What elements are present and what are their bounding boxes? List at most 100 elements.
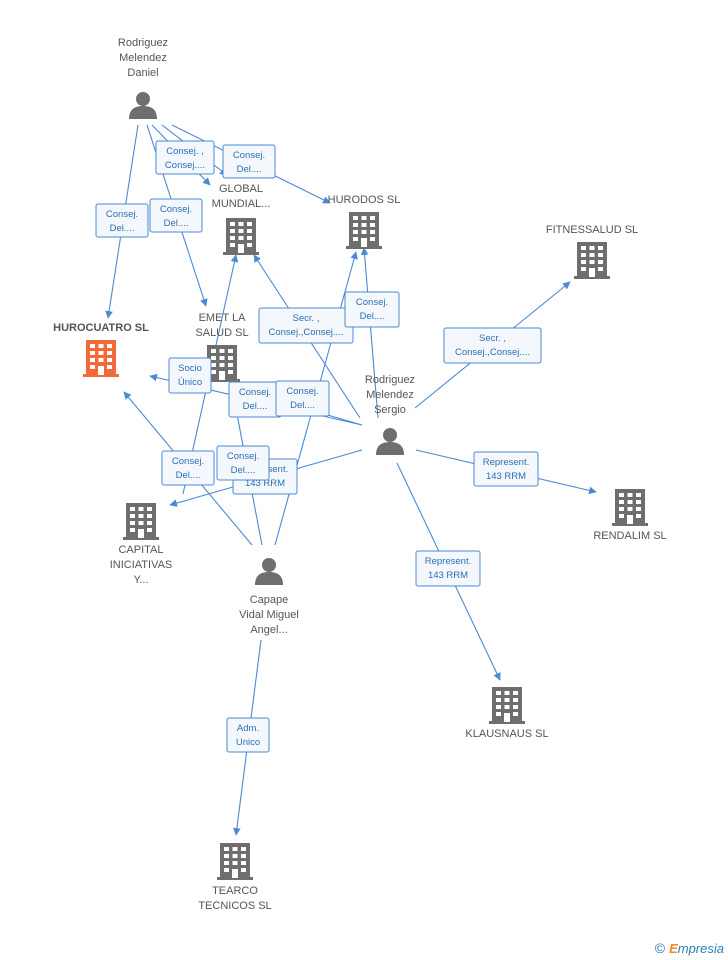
edge-label-c-capital[interactable]: Consej. Del.... (161, 450, 215, 486)
company-node-fitnessalud[interactable]: FITNESSALUD SL (546, 224, 638, 279)
edge-label-box (216, 445, 270, 481)
edge-label-text: Secr. , (479, 333, 506, 344)
node-label: TEARCO (212, 885, 258, 897)
edge-label-text: Secr. , (293, 313, 320, 324)
company-node-capital[interactable]: CAPITALINICIATIVASY... (110, 503, 173, 586)
edge-label-text: Del.... (243, 401, 268, 412)
footer-brand[interactable]: © Empresia (655, 940, 724, 956)
company-node-emet[interactable]: EMET LA SALUD SL (195, 312, 249, 382)
node-label: Melendez (366, 389, 414, 401)
building-focus-icon (83, 340, 119, 377)
node-label: Capape (250, 594, 289, 606)
company-node-rendalim[interactable]: RENDALIM SL (593, 489, 667, 542)
node-label: GLOBAL (219, 183, 263, 195)
edge-label-text: Consej.,Consej.... (269, 327, 344, 338)
node-label: Melendez (119, 52, 167, 64)
node-label: Rodriguez (118, 37, 168, 49)
company-node-tearco[interactable]: TEARCO TECNICOS SL (198, 843, 272, 912)
edge-label-c-tearco[interactable]: Adm. Unico (226, 717, 270, 753)
building-icon (123, 503, 159, 540)
node-label: Rodriguez (365, 374, 415, 386)
edge-label-box (222, 144, 276, 179)
edge-label-box (161, 450, 215, 486)
edge-label-box (443, 327, 542, 364)
edge-label-text: Consej.,Consej.... (455, 347, 530, 358)
edge-label-text: Consej.... (165, 160, 205, 171)
node-label: FITNESSALUD SL (546, 224, 638, 236)
edge-label-box (275, 380, 330, 417)
edge-label-d-hurocuatro[interactable]: Consej. Del.... (95, 203, 149, 238)
edge-label-text: Consej. (227, 451, 259, 462)
person-icon (376, 428, 404, 455)
company-node-klausnaus[interactable]: KLAUSNAUS SL (465, 687, 549, 740)
edge-label-box (415, 550, 481, 587)
edge-line-6 (360, 247, 379, 419)
edge-label-text: 143 RRM (245, 478, 285, 489)
edge-label-text: Represent. (425, 556, 471, 567)
edge-label-s-klausnaus[interactable]: Represent. 143 RRM (415, 550, 481, 587)
node-label: HUROCUATRO SL (53, 322, 149, 334)
node-label: Daniel (127, 67, 158, 79)
edge-label-box (168, 357, 212, 394)
node-label: Y... (133, 574, 148, 586)
edge-label-box (473, 451, 539, 487)
edge-label-s-rendalim[interactable]: Represent. 143 RRM (473, 451, 539, 487)
edge-label-c-emet[interactable]: Consej. Del.... (216, 445, 270, 481)
edge-label-text: Represent. (483, 457, 529, 468)
edge-label-text: Del.... (231, 465, 256, 476)
edge-label-box (95, 203, 149, 238)
edge-label-text: 143 RRM (486, 471, 526, 482)
edge-labels-layer: Consej.Del....Consej. ,Consej....Consej.… (95, 140, 542, 753)
building-icon (346, 212, 382, 249)
node-label: Angel... (250, 624, 287, 636)
building-icon (612, 489, 648, 526)
edge-label-d-hurodos[interactable]: Consej.Del.... (222, 144, 276, 179)
brand-logo: Empresia (669, 940, 724, 956)
edge-label-text: Unico (236, 737, 260, 748)
edge-label-text: Consej. (172, 456, 204, 467)
edge-label-d-emet[interactable]: Consej. Del.... (149, 198, 203, 233)
copyright-icon: © (654, 940, 666, 956)
edge-label-text: Del.... (164, 218, 189, 229)
edge-label-text: Consej. (160, 204, 192, 215)
building-icon (574, 242, 610, 279)
edge-label-s-fitness[interactable]: Secr. , Consej.,Consej.... (443, 327, 542, 364)
edge-label-text: Socio (178, 363, 202, 374)
edge-label-text: Del.... (290, 400, 315, 411)
edge-label-text: Del.... (110, 223, 135, 234)
edge-label-s-hurocuatro[interactable]: Consej. Del.... (275, 380, 330, 417)
edge-label-text: Consej. (239, 387, 271, 398)
edge-label-s-global[interactable]: Secr. , Consej.,Consej.... (258, 307, 354, 344)
edge-label-text: Único (178, 377, 202, 388)
edge-label-text: Consej. (233, 150, 265, 161)
node-label: Sergio (374, 404, 406, 416)
node-label: HURODOS SL (328, 194, 401, 206)
node-label: EMET LA (199, 312, 247, 324)
edge-label-text: Consej. (106, 209, 138, 220)
company-node-hurocuatro[interactable]: HUROCUATRO SL (53, 322, 149, 377)
edge-label-text: Consej. (356, 297, 388, 308)
edge-label-text: 143 RRM (428, 570, 468, 581)
edge-label-s-emet[interactable]: Consej. Del.... (228, 381, 282, 418)
edge-label-text: Consej. (286, 386, 318, 397)
edge-label-text: Adm. (237, 723, 259, 734)
edge-label-text: Del.... (176, 470, 201, 481)
edge-label-d-global-a[interactable]: Consej. ,Consej.... (155, 140, 215, 175)
edge-label-box (226, 717, 270, 753)
edge-label-text: Del.... (360, 311, 385, 322)
edge-label-s-hurodos[interactable]: Consej. Del.... (344, 291, 400, 328)
edge-label-box (149, 198, 203, 233)
node-label: MUNDIAL... (212, 198, 271, 210)
company-node-global[interactable]: GLOBAL MUNDIAL... (212, 183, 271, 255)
building-icon (217, 843, 253, 880)
node-label: SALUD SL (195, 327, 248, 339)
building-icon (489, 687, 525, 724)
person-icon (129, 92, 157, 119)
company-node-hurodos[interactable]: HURODOS SL (328, 194, 401, 249)
node-label: TECNICOS SL (198, 900, 271, 912)
